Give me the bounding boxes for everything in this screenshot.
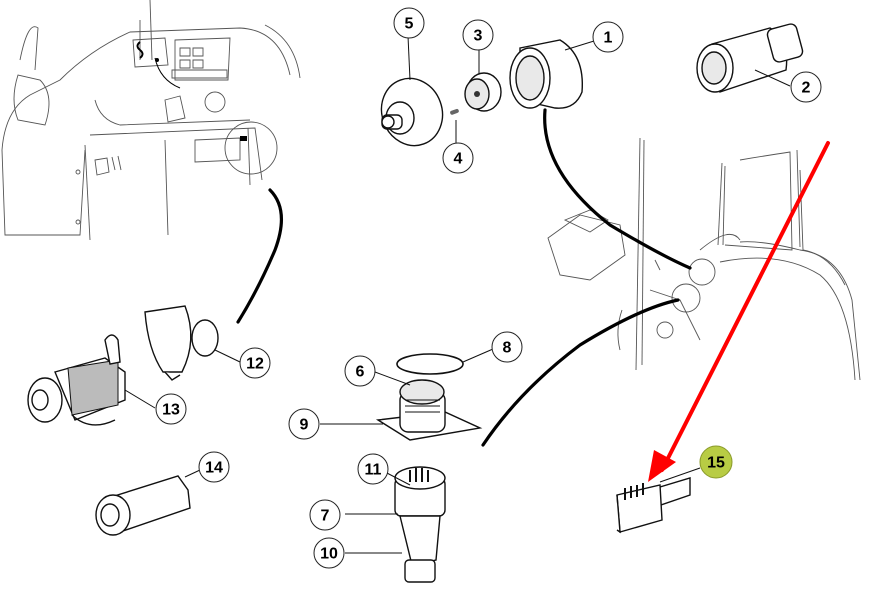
callout-11: 11: [357, 453, 389, 485]
callout-12: 12: [239, 347, 271, 379]
callout-2: 2: [790, 71, 822, 103]
highlight-arrow: [648, 141, 830, 482]
callout-6: 6: [344, 355, 376, 387]
part-7-10-11-plug: [394, 466, 446, 583]
svg-text:9: 9: [300, 417, 309, 434]
callout-1: 1: [592, 21, 624, 53]
part-5-flange: [380, 77, 444, 147]
cab-wiring: [136, 41, 247, 141]
part-4-pin: [450, 108, 459, 115]
svg-text:5: 5: [405, 16, 414, 33]
svg-text:7: 7: [321, 508, 330, 525]
svg-text:14: 14: [205, 460, 223, 477]
svg-text:4: 4: [454, 151, 463, 168]
part-1-housing: [509, 39, 584, 109]
cable-socket-1: [543, 108, 692, 270]
svg-text:2: 2: [802, 80, 811, 97]
callout-13: 13: [155, 393, 187, 425]
svg-text:8: 8: [503, 340, 512, 357]
svg-text:15: 15: [707, 455, 725, 472]
callout-14: 14: [198, 451, 230, 483]
part-15-connector-block: [616, 477, 691, 534]
callout-4: 4: [442, 142, 474, 174]
part-6-9-multipin-socket: [375, 379, 483, 441]
svg-text:11: 11: [365, 462, 382, 479]
callout-9: 9: [288, 408, 320, 440]
svg-text:10: 10: [320, 546, 338, 563]
callout-10: 10: [313, 537, 345, 569]
svg-text:6: 6: [356, 364, 365, 381]
part-2-plug: [696, 23, 804, 93]
callout-15-highlighted: 15: [699, 445, 733, 479]
leader-lines: [124, 35, 791, 554]
cable-to-cab: [236, 188, 284, 324]
part-13-socket: [27, 334, 126, 426]
part-3-insert: [464, 72, 502, 112]
svg-text:12: 12: [246, 356, 264, 373]
svg-text:1: 1: [604, 30, 613, 47]
cab-interior-drawing: [1, 0, 301, 241]
svg-text:3: 3: [474, 28, 483, 45]
callout-7: 7: [309, 499, 341, 531]
part-14-plug: [95, 475, 191, 536]
callout-8: 8: [491, 331, 523, 363]
callout-5: 5: [393, 7, 425, 39]
callout-3: 3: [462, 19, 494, 51]
svg-text:13: 13: [162, 402, 180, 419]
part-12-socket: [144, 305, 219, 381]
part-8-oring: [396, 353, 464, 375]
cable-multipin: [481, 298, 680, 447]
